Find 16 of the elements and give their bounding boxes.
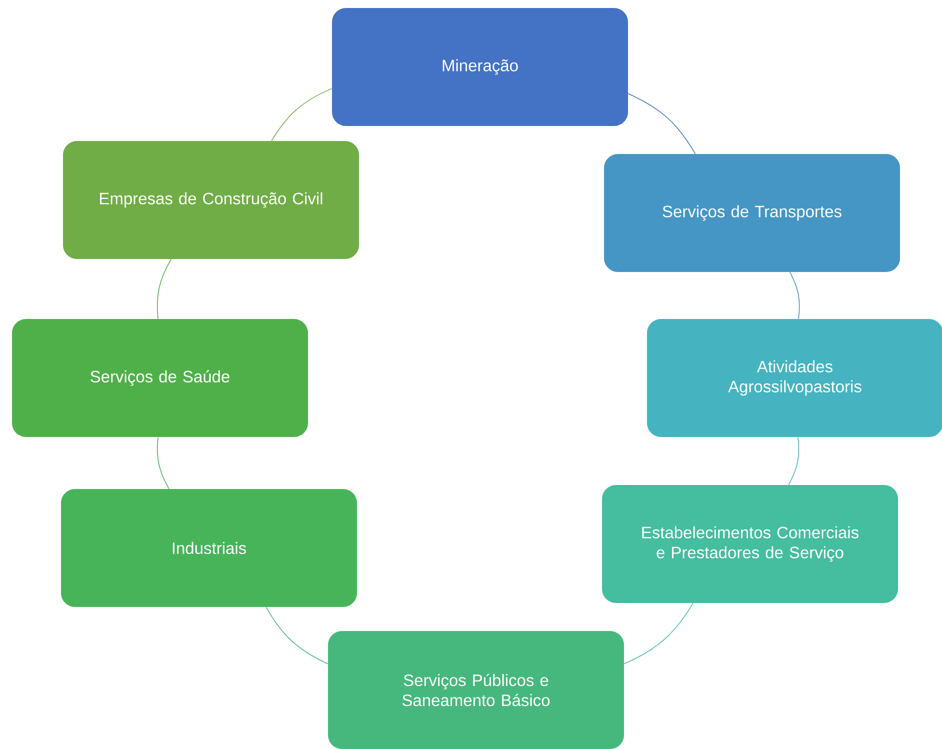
process-box: Industriais	[61, 488, 357, 607]
connector-arc	[156, 258, 172, 320]
connector-arc	[788, 436, 800, 486]
connector-arc	[156, 436, 170, 490]
process-box: Estabelecimentos Comerciais e Prestadores de Serviço	[602, 484, 898, 603]
connector-arc	[628, 93, 696, 154]
process-box: Mineração	[332, 8, 628, 126]
connector-arc	[789, 272, 800, 320]
process-box: Empresas de Construção Civil	[63, 141, 359, 259]
connector-arc	[271, 88, 332, 142]
process-box: Serviços Públicos e Saneamento Básico	[328, 630, 624, 749]
process-box: Serviços de Transportes	[604, 154, 900, 272]
process-box: Atividades Agrossilvopastoris	[647, 318, 942, 437]
connector-arc	[624, 602, 694, 664]
process-box: Serviços de Saúde	[12, 318, 308, 437]
connector-arc	[266, 606, 328, 664]
